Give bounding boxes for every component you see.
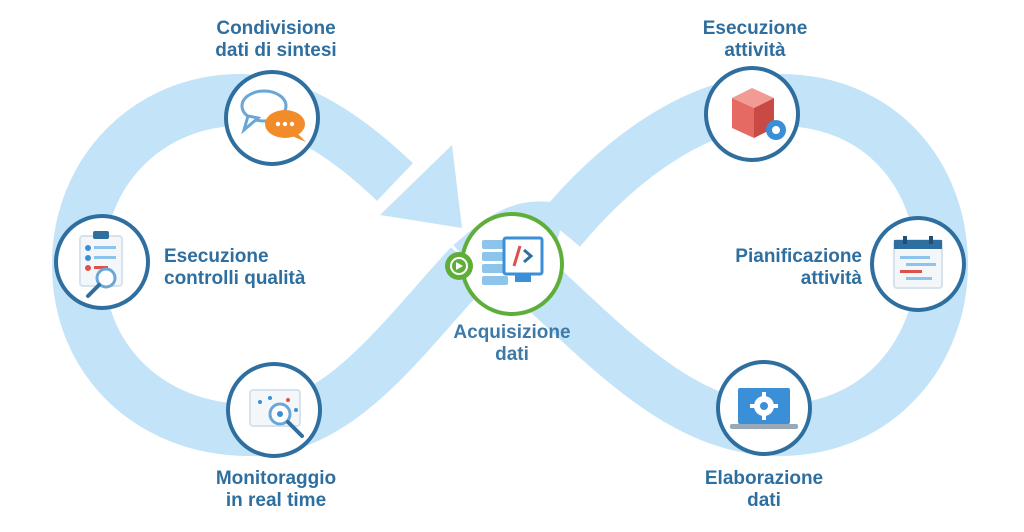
laptop-gear-icon [730, 388, 798, 429]
label-condivisione-line2: dati di sintesi [215, 40, 337, 61]
node-esecuzione [704, 66, 800, 162]
node-monitoraggio [226, 362, 322, 458]
chat-bubbles-icon [240, 89, 306, 142]
label-monitoraggio-line2: in real time [225, 490, 327, 511]
label-elaborazione: Elaborazione dati [684, 468, 844, 512]
label-pianificazione: Pianificazione attività [694, 246, 862, 290]
label-acquisizione-line2: dati [495, 344, 529, 365]
label-condivisione-line1: Condivisione [216, 18, 336, 39]
label-esecuzione-line1: Esecuzione [702, 18, 808, 39]
node-condivisione [224, 70, 320, 166]
label-condivisione: Condivisione dati di sintesi [196, 18, 356, 62]
label-monitoraggio-line1: Monitoraggio [215, 468, 337, 489]
monitoring-magnifier-icon [249, 389, 304, 438]
label-controlli: Esecuzione controlli qualità [164, 246, 334, 290]
cube-gear-icon [732, 88, 786, 140]
label-pianificazione-line2: attività [800, 268, 862, 289]
label-acquisizione-line1: Acquisizione [453, 322, 571, 343]
checklist-clipboard-icon [79, 231, 123, 298]
node-controlli [54, 214, 150, 310]
label-elaborazione-line2: dati [747, 490, 781, 511]
node-elaborazione [716, 360, 812, 456]
label-esecuzione-line2: attività [724, 40, 786, 61]
label-controlli-line2: controlli qualità [164, 268, 306, 289]
server-code-icon [482, 236, 544, 285]
label-esecuzione: Esecuzione attività [680, 18, 830, 62]
node-pianificazione [870, 216, 966, 312]
calendar-icon [893, 236, 943, 289]
label-monitoraggio: Monitoraggio in real time [196, 468, 356, 512]
node-acquisizione [445, 212, 564, 316]
label-controlli-line1: Esecuzione [164, 246, 269, 267]
label-pianificazione-line1: Pianificazione [735, 246, 862, 267]
loop-arrowhead [380, 145, 462, 228]
label-elaborazione-line1: Elaborazione [704, 468, 824, 489]
label-acquisizione: Acquisizione dati [437, 322, 587, 366]
